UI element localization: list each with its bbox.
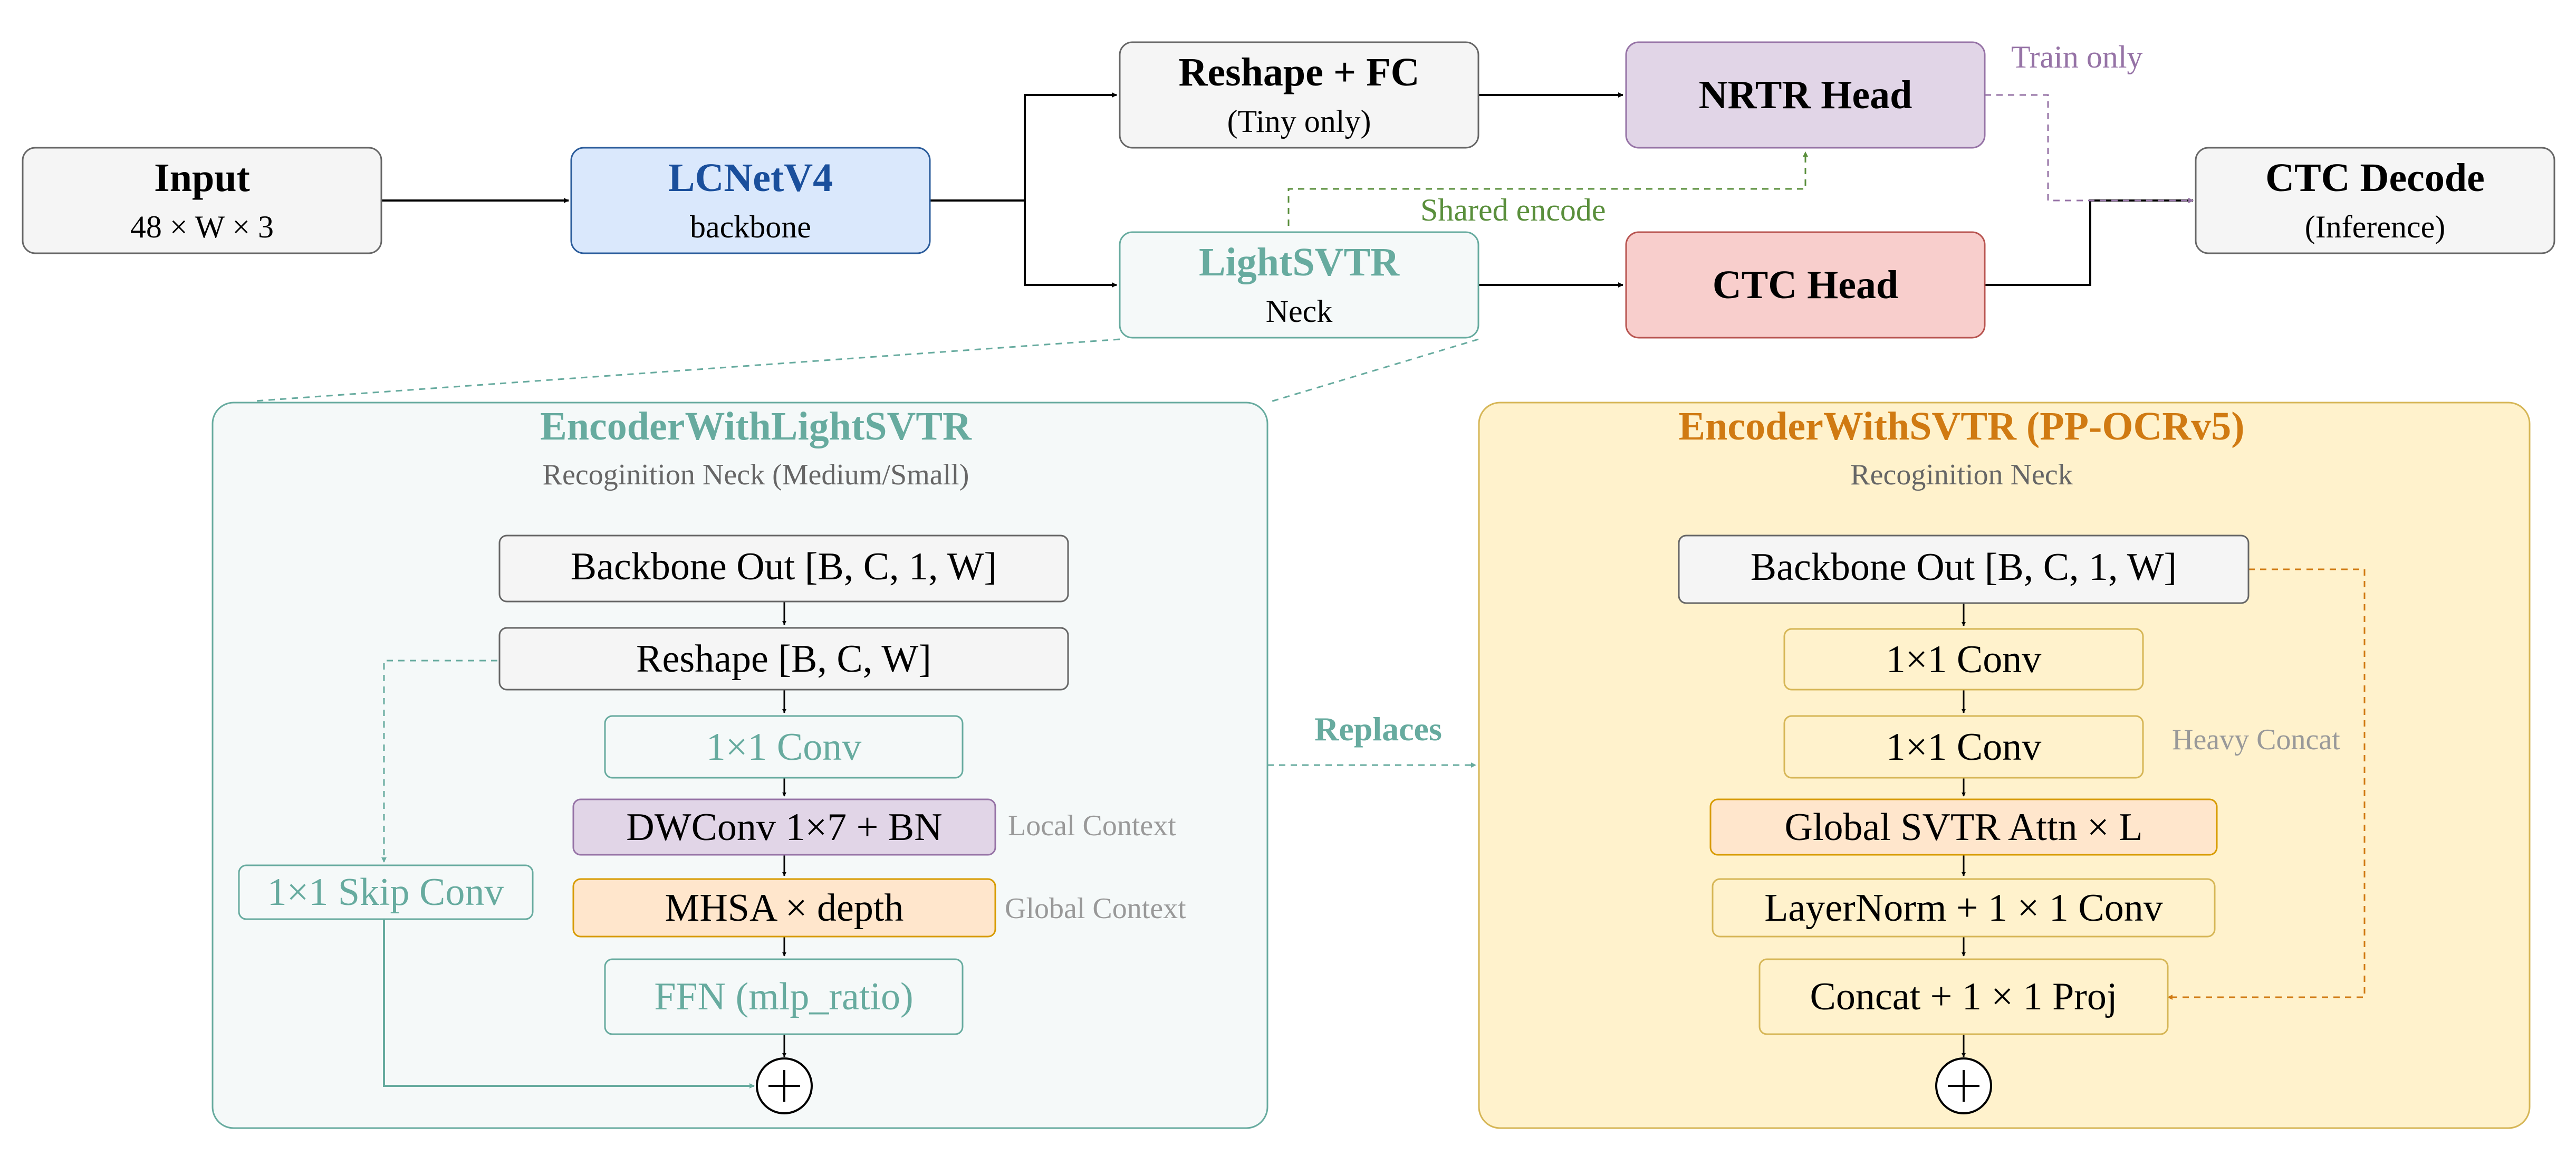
arrow-shared-encode <box>1287 151 1808 226</box>
nrtr-head-node: NRTR Head <box>1625 41 1986 149</box>
heavy-concat-arrow <box>2167 568 2366 1000</box>
neck-sub: Neck <box>1266 294 1333 329</box>
ffn-text: FFN (mlp_ratio) <box>654 975 913 1018</box>
svtr-backbone-out-text: Backbone Out [B, C, 1, W] <box>1751 546 2177 589</box>
global-attn-text: Global SVTR Attn × L <box>1785 806 2143 849</box>
arrow-backbone-fork <box>930 92 1117 202</box>
ctc-head-title: CTC Head <box>1713 263 1899 307</box>
light-reshape-text: Reshape [B, C, W] <box>636 637 931 681</box>
shared-encode-label: Shared encode <box>1420 193 1606 227</box>
light-backbone-out-box <box>498 534 1069 603</box>
reshape-fc-node: Reshape + FC (Tiny only) <box>1119 41 1479 149</box>
global-attn-box <box>1709 798 2218 856</box>
arrow-backbone-to-neck <box>1024 201 1117 288</box>
train-only-label: Train only <box>2011 40 2143 74</box>
reshape-fc-sub: (Tiny only) <box>1227 104 1371 139</box>
concat-proj-text: Concat + 1 × 1 Proj <box>1810 975 2118 1018</box>
zoom-line-left <box>254 338 1120 402</box>
mhsa-box <box>572 878 996 938</box>
nrtr-head-title: NRTR Head <box>1699 73 1912 117</box>
svtr-conv-b-box <box>1783 715 2144 779</box>
zoom-line-right <box>1267 338 1479 404</box>
input-shape: 48 × W × 3 <box>130 209 274 244</box>
layernorm-text: LayerNorm + 1 × 1 Conv <box>1764 886 2163 930</box>
light-conv-box <box>604 715 964 779</box>
ffn-box <box>604 958 964 1035</box>
svtr-panel-subtitle: Recoginition Neck <box>1850 459 2072 491</box>
mhsa-text: MHSA × depth <box>665 886 904 930</box>
svtr-add-node <box>1935 1057 1992 1114</box>
input-node: Input 48 × W × 3 <box>22 147 382 254</box>
skip-conv-text: 1×1 Skip Conv <box>267 871 504 914</box>
svtr-conv-b-text: 1×1 Conv <box>1886 726 2042 769</box>
light-conv-text: 1×1 Conv <box>706 726 862 769</box>
local-context-label: Local Context <box>1008 809 1176 842</box>
dwconv-text: DWConv 1×7 + BN <box>626 806 942 849</box>
svtr-backbone-out-box <box>1678 534 2250 604</box>
svtr-panel-title: EncoderWithSVTR (PP-OCRv5) <box>1678 404 2244 448</box>
svtr-conv-a-box <box>1783 628 2144 691</box>
neck-title: LightSVTR <box>1199 240 1400 284</box>
backbone-sub: backbone <box>690 209 811 244</box>
skip-conv-box <box>238 864 534 920</box>
reshape-fc-title: Reshape + FC <box>1178 50 1419 94</box>
concat-proj-box <box>1758 958 2169 1035</box>
svtr-conv-a-text: 1×1 Conv <box>1886 638 2042 681</box>
arrow-ctc-to-decode <box>1985 198 2194 286</box>
light-panel-subtitle: Recoginition Neck (Medium/Small) <box>543 459 969 491</box>
light-reshape-box <box>498 627 1069 691</box>
ctc-head-node: CTC Head <box>1625 231 1986 339</box>
light-backbone-out-text: Backbone Out [B, C, 1, W] <box>571 545 997 588</box>
backbone-title: LCNetV4 <box>668 156 833 200</box>
ctc-decode-title: CTC Decode <box>2265 156 2485 200</box>
input-title: Input <box>154 156 250 200</box>
skip-solid-arrow <box>383 919 755 1089</box>
backbone-node: LCNetV4 backbone <box>570 147 931 254</box>
dwconv-box <box>572 798 996 856</box>
skip-dashed-arrow <box>381 660 497 863</box>
ctc-decode-sub: (Inference) <box>2305 209 2445 244</box>
light-panel-title: EncoderWithLightSVTR <box>540 404 972 448</box>
ctc-decode-node: CTC Decode (Inference) <box>2195 147 2555 254</box>
heavy-concat-label: Heavy Concat <box>2172 723 2340 756</box>
light-add-node <box>756 1057 813 1114</box>
global-context-label: Global Context <box>1005 892 1186 925</box>
arrow-nrtr-train-only <box>1985 94 2194 203</box>
layernorm-box <box>1712 878 2216 938</box>
replaces-label: Replaces <box>1314 710 1442 748</box>
neck-node: LightSVTR Neck <box>1119 231 1479 339</box>
